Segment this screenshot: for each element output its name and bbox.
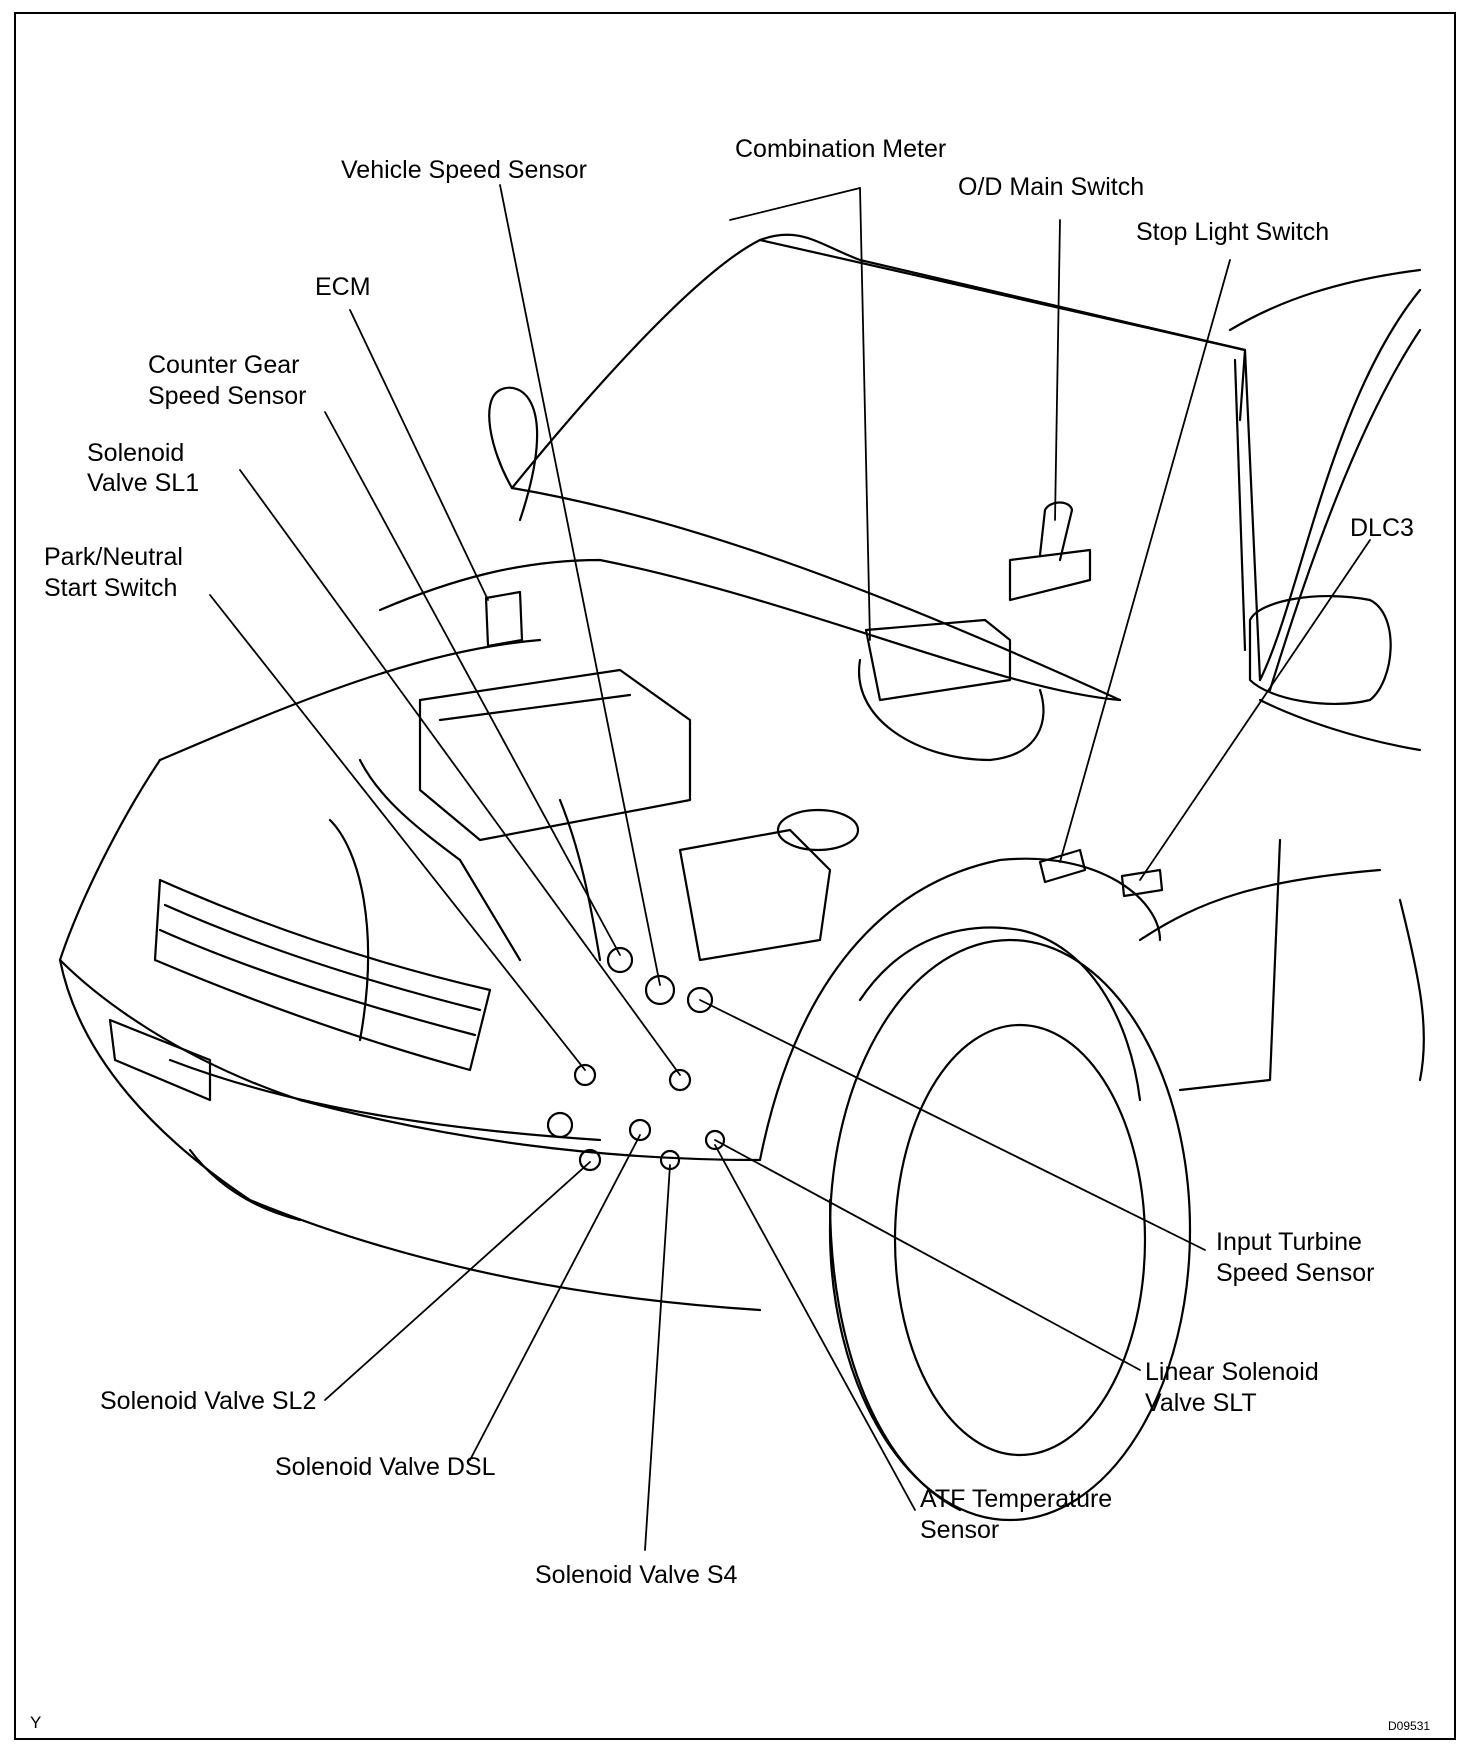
corner-mark-left: Y: [30, 1713, 42, 1732]
label-counter-gear-line2: Speed Sensor: [148, 382, 307, 410]
figure-code: D09531: [1388, 1719, 1431, 1733]
label-solenoid-sl1-line2: Valve SL1: [87, 469, 200, 497]
label-input-turbine-line2: Speed Sensor: [1216, 1259, 1375, 1287]
label-park-neutral-line1: Park/Neutral: [44, 543, 183, 571]
label-atf-temp-line2: Sensor: [920, 1516, 1000, 1544]
callout-leader-lines: [209, 184, 1371, 1551]
label-dlc3: DLC3: [1350, 514, 1414, 542]
label-linear-slt-line1: Linear Solenoid: [1145, 1358, 1319, 1386]
label-stop-light-switch: Stop Light Switch: [1136, 218, 1330, 246]
label-ecm: ECM: [315, 273, 371, 301]
label-solenoid-dsl: Solenoid Valve DSL: [275, 1453, 496, 1481]
diagram-frame: [14, 12, 1456, 1740]
label-input-turbine-line1: Input Turbine: [1216, 1228, 1362, 1256]
label-combination-meter: Combination Meter: [735, 135, 947, 163]
label-od-main-switch: O/D Main Switch: [958, 173, 1145, 201]
label-linear-slt-line2: Valve SLT: [1145, 1389, 1257, 1417]
label-atf-temp-line1: ATF Temperature: [920, 1485, 1113, 1513]
label-solenoid-s4: Solenoid Valve S4: [535, 1561, 738, 1589]
label-counter-gear-line1: Counter Gear: [148, 351, 300, 379]
label-solenoid-sl1-line1: Solenoid: [87, 439, 185, 467]
label-solenoid-sl2: Solenoid Valve SL2: [100, 1387, 317, 1415]
label-vehicle-speed-sensor: Vehicle Speed Sensor: [341, 156, 588, 184]
vehicle-body-outline: [58, 233, 1426, 1522]
label-park-neutral-line2: Start Switch: [44, 574, 178, 602]
